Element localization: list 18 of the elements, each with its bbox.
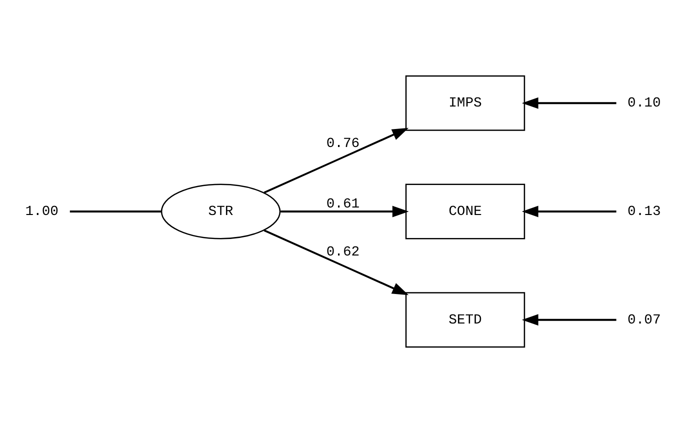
arrow [264,230,409,296]
connector [70,210,162,212]
node-text: 0.10 [628,96,661,112]
arrow [280,206,409,218]
edge-label: 0.62 [326,244,360,260]
node-text: 1.00 [25,204,58,220]
edge-label: 0.76 [326,136,360,152]
node-text: 0.13 [628,204,661,220]
arrow [522,314,616,326]
node-box: IMPS [405,75,526,131]
node-box: SETD [405,292,526,348]
node-box: CONE [405,184,526,240]
arrow [522,206,616,218]
node-text: 0.07 [628,312,661,328]
arrow [264,128,409,194]
arrow [522,97,616,109]
node-ellipse: STR [160,184,281,240]
edge-label: 0.61 [326,196,360,212]
